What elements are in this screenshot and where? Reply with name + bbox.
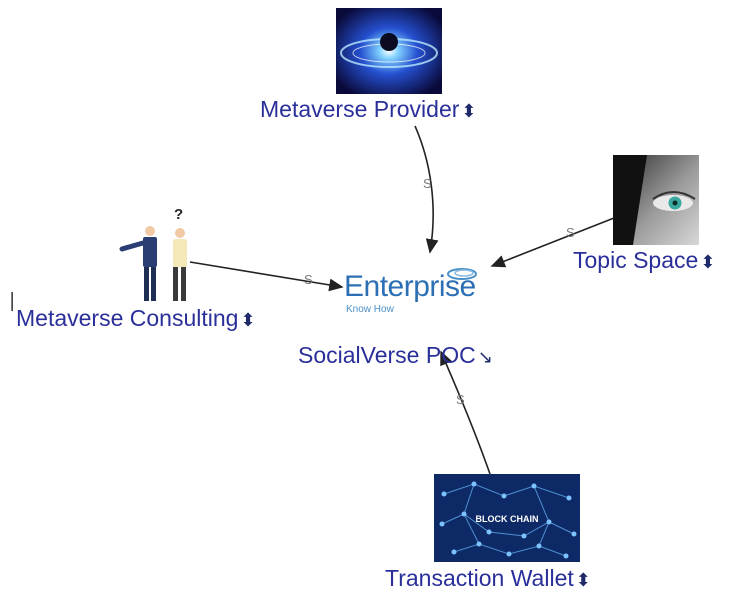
label-text: Metaverse Provider [260, 96, 460, 122]
label-transaction-wallet[interactable]: Transaction Wallet⬍ [385, 565, 591, 593]
expand-arrows-icon[interactable]: ⬍ [461, 101, 477, 121]
enterprise-logo-text: Enterprise [344, 270, 476, 303]
node-socialverse-poc[interactable]: Enterprise Know How [344, 264, 494, 324]
galaxy-image [336, 8, 442, 94]
label-metaverse-consulting[interactable]: Metaverse Consulting⬍ [16, 305, 256, 333]
label-socialverse-poc[interactable]: SocialVerse POC↘ [298, 342, 493, 370]
question-mark-icon: ? [174, 206, 183, 223]
logo-swoosh-icon [447, 268, 477, 280]
enterprise-logo-subtext: Know How [346, 304, 394, 315]
label-text: SocialVerse POC [298, 342, 476, 368]
collapse-arrow-icon[interactable]: ↘ [477, 347, 493, 367]
eye-image [613, 155, 699, 245]
consultants-image: ? [119, 206, 187, 301]
edge-label-topic: S [566, 225, 575, 240]
edge-label-provider: S [423, 176, 432, 191]
edge-topic-center[interactable] [490, 217, 615, 268]
edge-label-consulting: S [304, 272, 313, 287]
label-text: Transaction Wallet [385, 565, 574, 591]
node-topic-space[interactable] [613, 155, 699, 245]
label-text: Metaverse Consulting [16, 305, 239, 331]
edge-label-wallet: S [456, 392, 465, 407]
label-topic-space[interactable]: Topic Space⬍ [573, 247, 715, 275]
edge-provider-center[interactable] [414, 125, 439, 254]
edge-wallet-center[interactable] [440, 350, 491, 475]
node-metaverse-consulting[interactable]: ? [116, 205, 198, 303]
expand-arrows-icon[interactable]: ⬍ [240, 310, 256, 330]
label-text: Topic Space [573, 247, 699, 273]
expand-arrows-icon[interactable]: ⬍ [700, 252, 716, 272]
truncated-bracket-icon: ⎜ [10, 294, 18, 311]
edge-consulting-center[interactable] [189, 261, 344, 292]
node-transaction-wallet[interactable]: BLOCK CHAIN [434, 474, 580, 562]
label-metaverse-provider[interactable]: Metaverse Provider⬍ [260, 96, 477, 124]
expand-arrows-icon[interactable]: ⬍ [575, 570, 591, 590]
blockchain-text: BLOCK CHAIN [476, 514, 539, 524]
node-metaverse-provider[interactable] [336, 8, 442, 94]
blockchain-image: BLOCK CHAIN [434, 474, 580, 562]
